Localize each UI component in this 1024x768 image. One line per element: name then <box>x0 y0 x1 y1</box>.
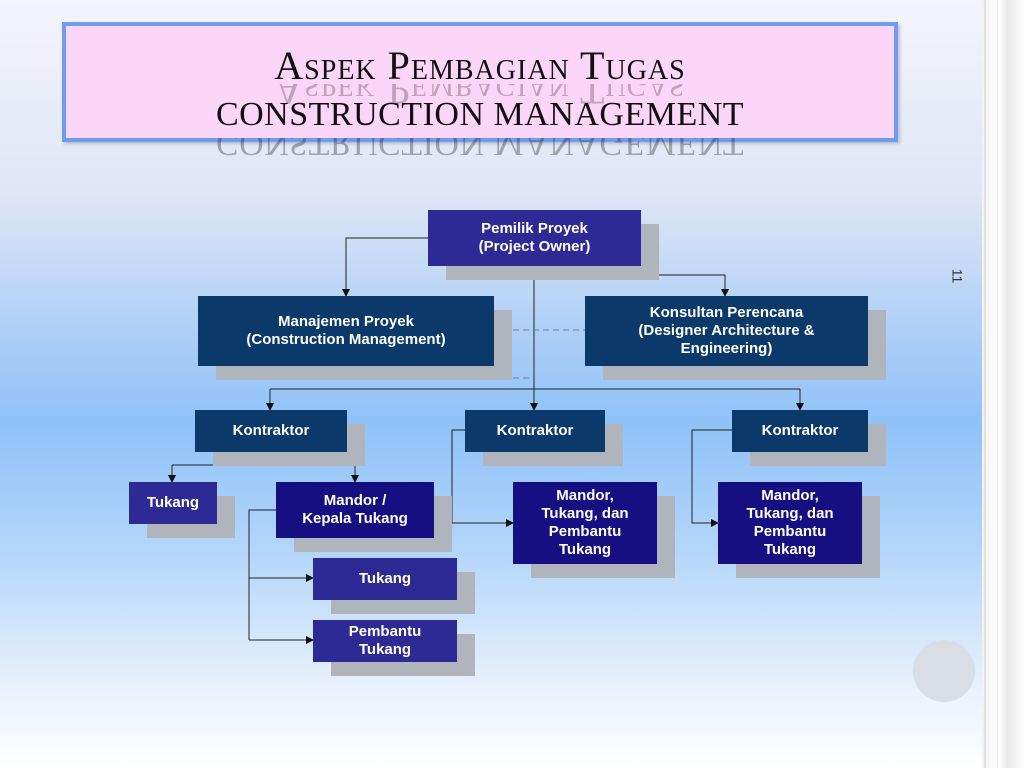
node-consultant: Konsultan Perencana (Designer Architectu… <box>585 296 868 366</box>
node-mandor-2: Mandor, Tukang, dan Pembantu Tukang <box>513 482 657 564</box>
node-project-owner: Pemilik Proyek (Project Owner) <box>428 210 641 266</box>
decorative-circle <box>913 640 975 702</box>
node-contractor-2: Kontraktor <box>465 410 605 452</box>
right-decor-strip <box>982 0 1024 768</box>
edge-contractor2-mandor2 <box>451 429 514 527</box>
node-mandor-kepala-tukang: Mandor / Kepala Tukang <box>276 482 434 538</box>
edge-contractor3-mandor3 <box>691 429 732 527</box>
title-line-1: Aspek Pembagian Tugas <box>274 43 686 88</box>
node-pembantu-tukang: Pembantu Tukang <box>313 620 457 662</box>
node-mandor-3: Mandor, Tukang, dan Pembantu Tukang <box>718 482 862 564</box>
edge-owner-cm <box>342 237 428 297</box>
node-construction-management: Manajemen Proyek (Construction Managemen… <box>198 296 494 366</box>
title-box <box>62 22 898 142</box>
title-line-2: CONSTRUCTION MANAGEMENT <box>215 96 745 133</box>
node-tukang-2: Tukang <box>313 558 457 600</box>
right-decor-line <box>984 0 986 768</box>
right-decor-line <box>997 0 998 768</box>
node-contractor-1: Kontraktor <box>195 410 347 452</box>
edge-mandor1-trunk <box>248 509 276 640</box>
node-tukang-1: Tukang <box>129 482 217 524</box>
node-contractor-3: Kontraktor <box>732 410 868 452</box>
